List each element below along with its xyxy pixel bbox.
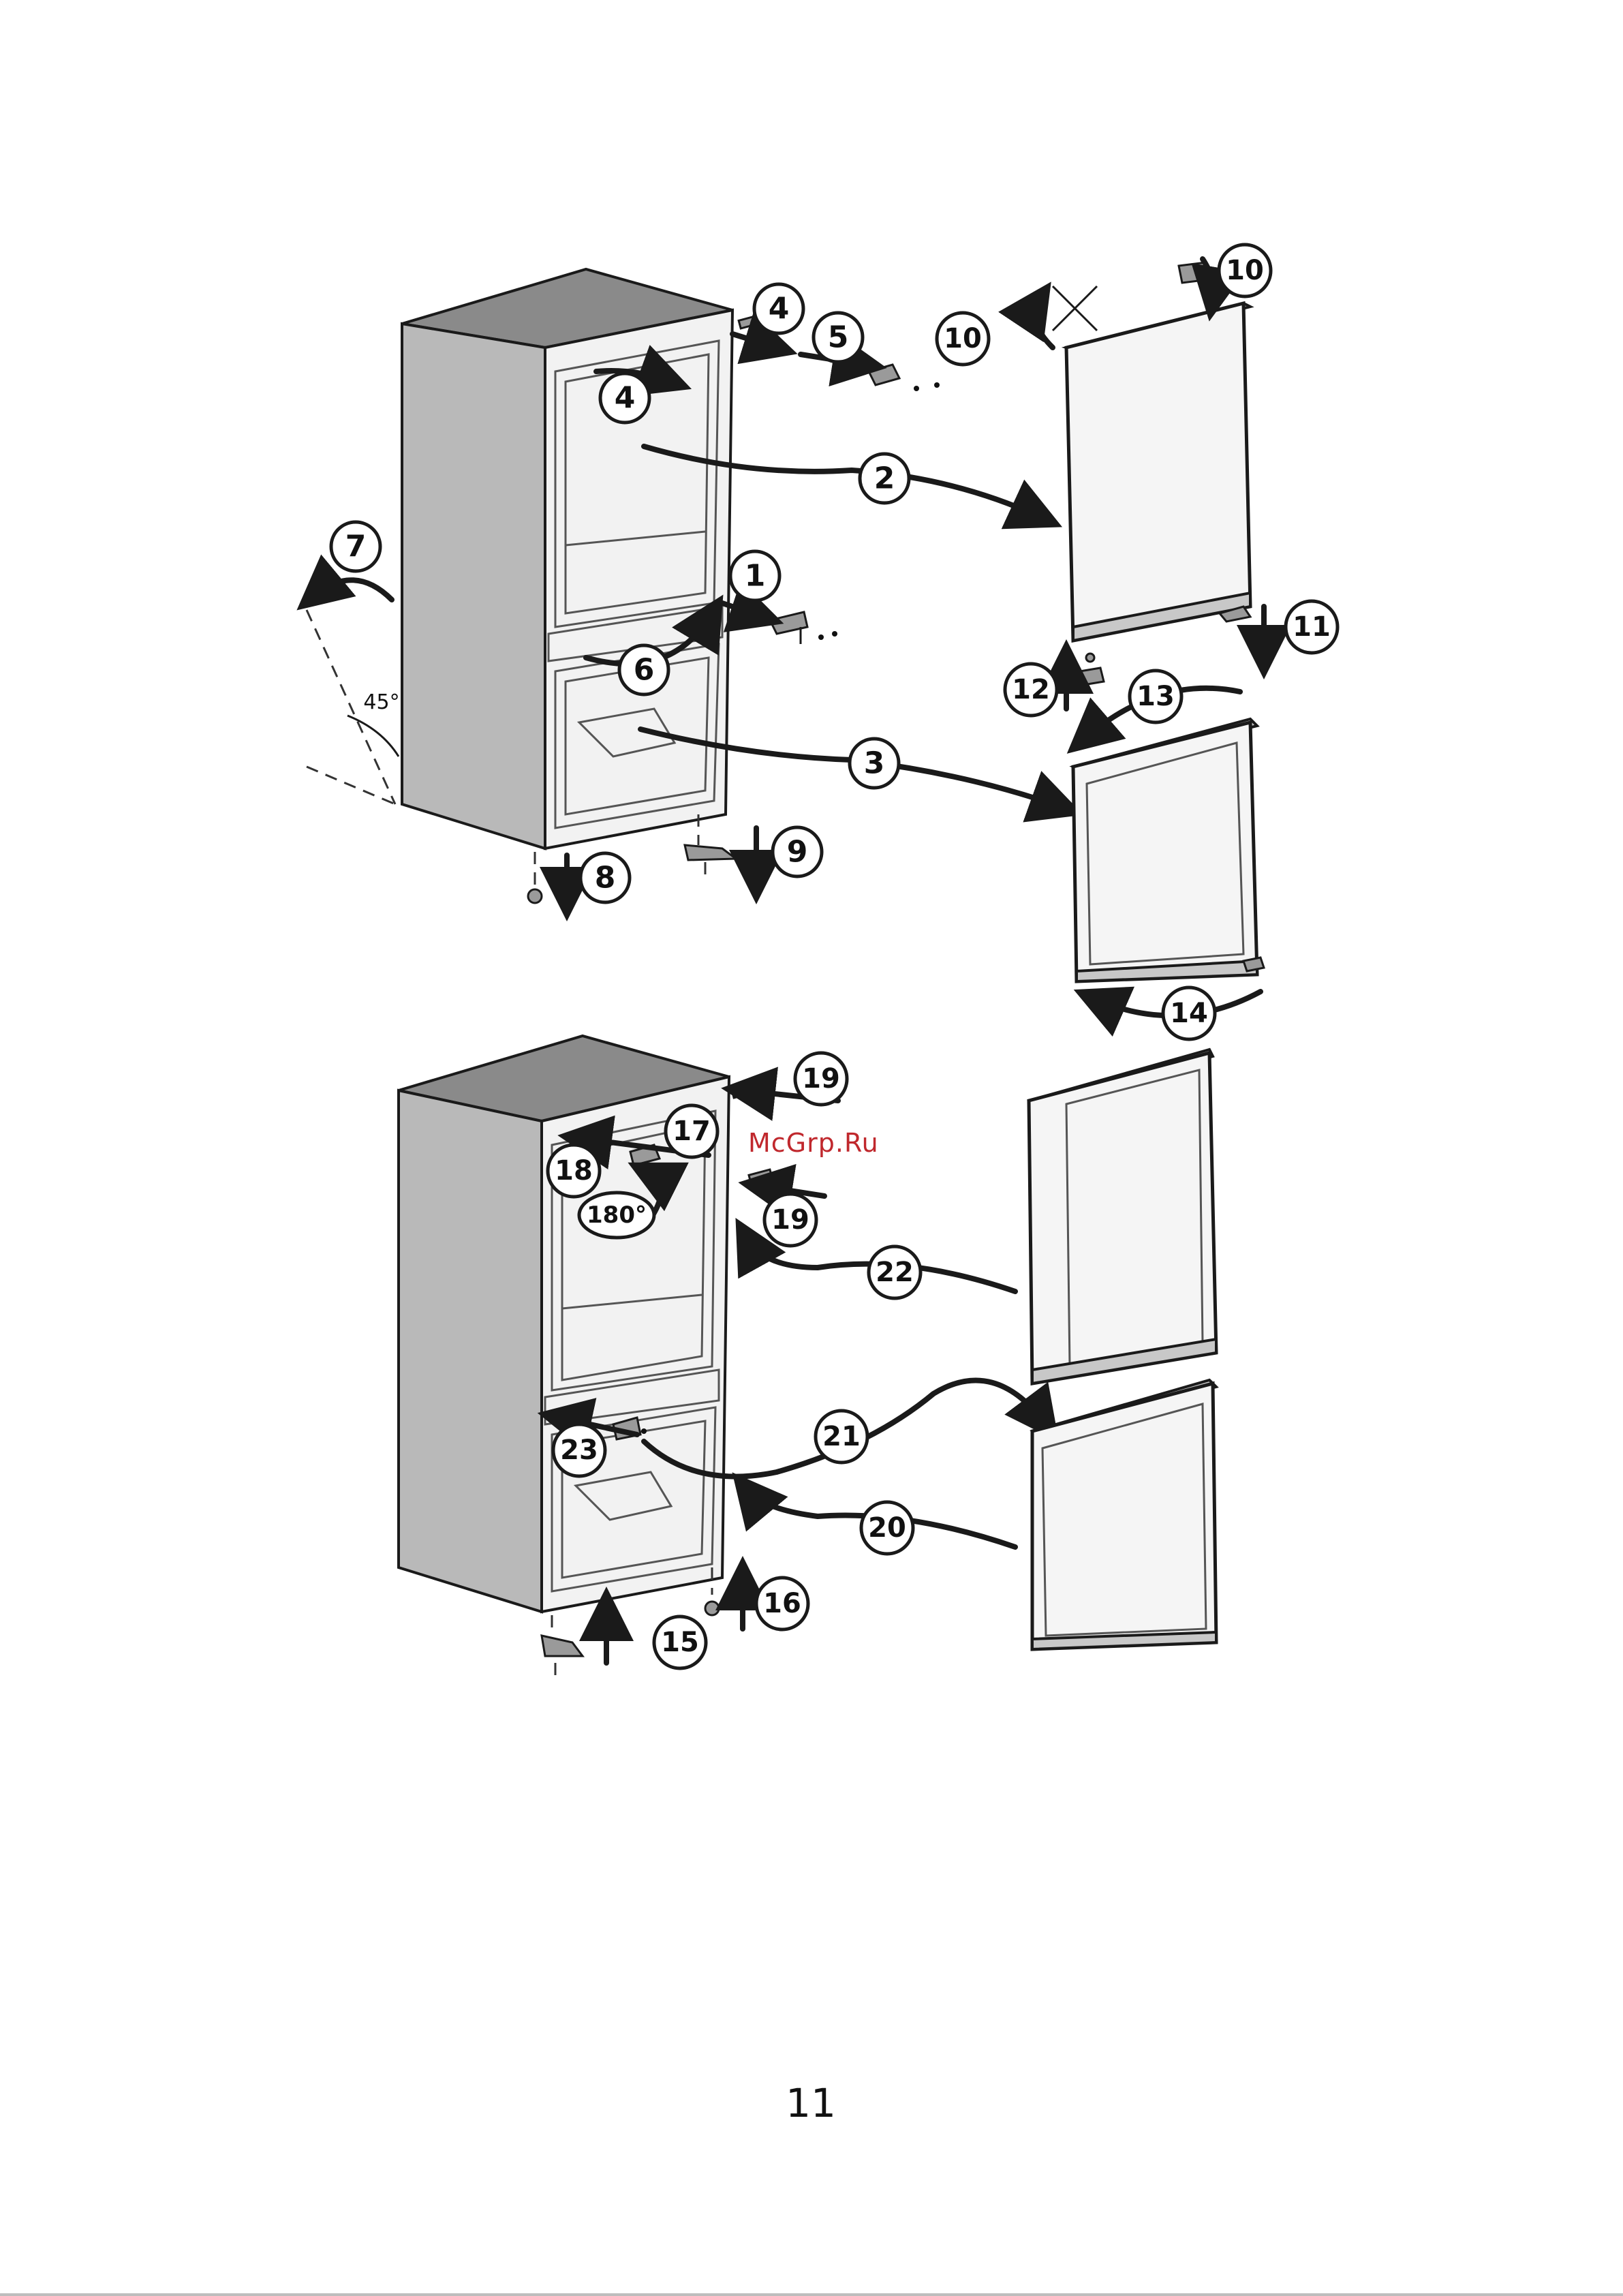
callout-22: 22 — [869, 1246, 921, 1298]
callout-8: 8 — [581, 853, 630, 902]
callout-label: 5 — [828, 320, 849, 355]
callout-12: 12 — [1005, 664, 1057, 716]
callout-label: 4 — [615, 381, 636, 416]
callout-label: 13 — [1137, 681, 1175, 712]
callout-label: 1 — [745, 559, 766, 594]
callout-6: 6 — [619, 645, 668, 694]
callout-16: 16 — [756, 1578, 808, 1629]
callout-label: 6 — [634, 653, 655, 688]
upper-door-bottom — [1029, 1050, 1216, 1383]
callout-label: 8 — [595, 861, 616, 896]
lower-door-top — [1073, 719, 1264, 981]
callout-21: 21 — [816, 1411, 867, 1463]
callout-label: 10 — [1226, 255, 1264, 286]
callout-4: 4 — [600, 373, 649, 423]
page-number: 11 — [777, 2080, 845, 2126]
callout-label: 23 — [560, 1435, 598, 1466]
callout-label: 12 — [1012, 674, 1050, 705]
callout-13: 13 — [1130, 671, 1181, 722]
bottom-rule — [0, 2293, 1623, 2296]
callout-label: 15 — [661, 1627, 699, 1658]
callout-11: 11 — [1286, 601, 1338, 653]
watermark: McGrp.Ru — [748, 1128, 879, 1158]
callout-label: 20 — [868, 1512, 906, 1544]
callout-7: 7 — [331, 522, 380, 571]
rotation-label: 180° — [587, 1201, 647, 1229]
callout-label: 18 — [555, 1155, 593, 1187]
callout-4: 4 — [754, 284, 803, 333]
callout-label: 22 — [876, 1257, 914, 1288]
callout-label: 19 — [802, 1063, 840, 1095]
callout-label: 11 — [1293, 611, 1331, 643]
callout-10: 10 — [1219, 245, 1271, 296]
fridge-body-top — [402, 269, 732, 848]
callout-label: 7 — [345, 530, 367, 564]
callout-1: 1 — [730, 551, 779, 600]
callout-label: 16 — [763, 1588, 801, 1619]
callout-19: 19 — [795, 1053, 847, 1105]
lower-door-bottom — [1032, 1380, 1216, 1649]
callout-label: 2 — [874, 461, 895, 496]
callout-label: 9 — [787, 835, 808, 870]
middle-hinge — [770, 612, 837, 644]
angle-label: 45° — [363, 690, 399, 714]
callout-15: 15 — [654, 1617, 706, 1668]
callout-2: 2 — [860, 454, 909, 503]
callout-14: 14 — [1163, 988, 1215, 1039]
callout-3: 3 — [850, 739, 899, 788]
callout-19: 19 — [764, 1194, 816, 1246]
callout-5: 5 — [814, 313, 863, 362]
rotation-callout: 180° — [579, 1193, 654, 1238]
callout-23: 23 — [553, 1424, 605, 1476]
callout-9: 9 — [773, 827, 822, 876]
callout-label: 21 — [822, 1421, 861, 1452]
callout-label: 3 — [864, 746, 885, 781]
callout-label: 17 — [673, 1116, 711, 1147]
callout-label: 19 — [771, 1204, 809, 1236]
callout-label: 10 — [944, 323, 982, 354]
callout-20: 20 — [861, 1502, 913, 1554]
callout-label: 4 — [769, 292, 790, 326]
upper-door-top — [1066, 262, 1250, 641]
callout-label: 14 — [1170, 998, 1208, 1029]
callout-18: 18 — [548, 1145, 600, 1197]
callout-17: 17 — [666, 1105, 717, 1157]
callout-10: 10 — [937, 313, 989, 365]
tilt-guide: 45° — [307, 576, 402, 804]
